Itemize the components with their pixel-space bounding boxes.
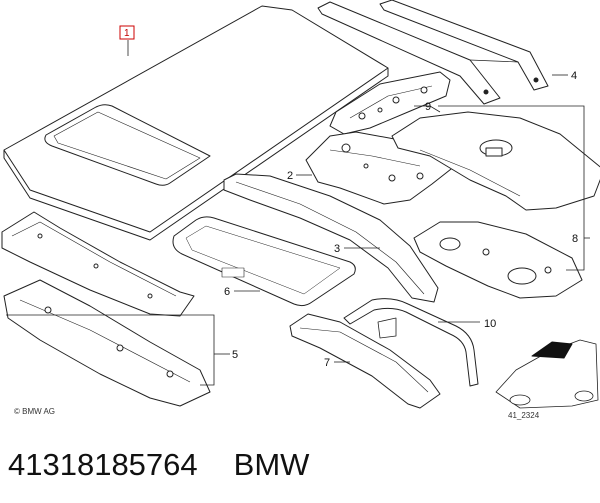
callout-3: 3 xyxy=(334,243,340,255)
front-cross-member-part-5 xyxy=(1,211,211,407)
rear-cross-member-part-3 xyxy=(223,173,439,303)
exploded-roof-diagram: 1 4 9 2 3 8 6 10 5 7 © BMW AG 41_2324 xyxy=(1,0,600,420)
copyright-text: © BMW AG xyxy=(14,407,55,416)
roof-panel-part-1 xyxy=(3,5,389,241)
sunroof-seal-part-6 xyxy=(172,216,356,307)
figure-code: 41_2324 xyxy=(508,411,540,420)
side-bracket-part-9 xyxy=(329,71,451,135)
callout-4: 4 xyxy=(571,70,577,82)
callout-box-1 xyxy=(119,25,135,40)
rear-shelf-part-8 xyxy=(391,111,600,299)
leader-lines xyxy=(6,40,590,386)
callout-2: 2 xyxy=(287,170,293,182)
callout-6: 6 xyxy=(224,286,230,298)
brand-name: BMW xyxy=(233,447,310,482)
part-caption: 41318185764 BMW xyxy=(8,440,309,490)
callout-8: 8 xyxy=(572,233,578,245)
callout-7: 7 xyxy=(324,357,330,369)
roof-frame-rail-part-4 xyxy=(317,0,549,105)
seal-strip-part-10 xyxy=(343,298,479,387)
callout-1: 1 xyxy=(124,28,130,39)
callout-5: 5 xyxy=(232,349,238,361)
windscreen-frame-part-7 xyxy=(289,313,441,409)
callout-10: 10 xyxy=(484,318,496,330)
vehicle-location-thumbnail xyxy=(495,339,599,409)
part-number: 41318185764 xyxy=(8,447,198,482)
callout-9: 9 xyxy=(425,101,431,113)
